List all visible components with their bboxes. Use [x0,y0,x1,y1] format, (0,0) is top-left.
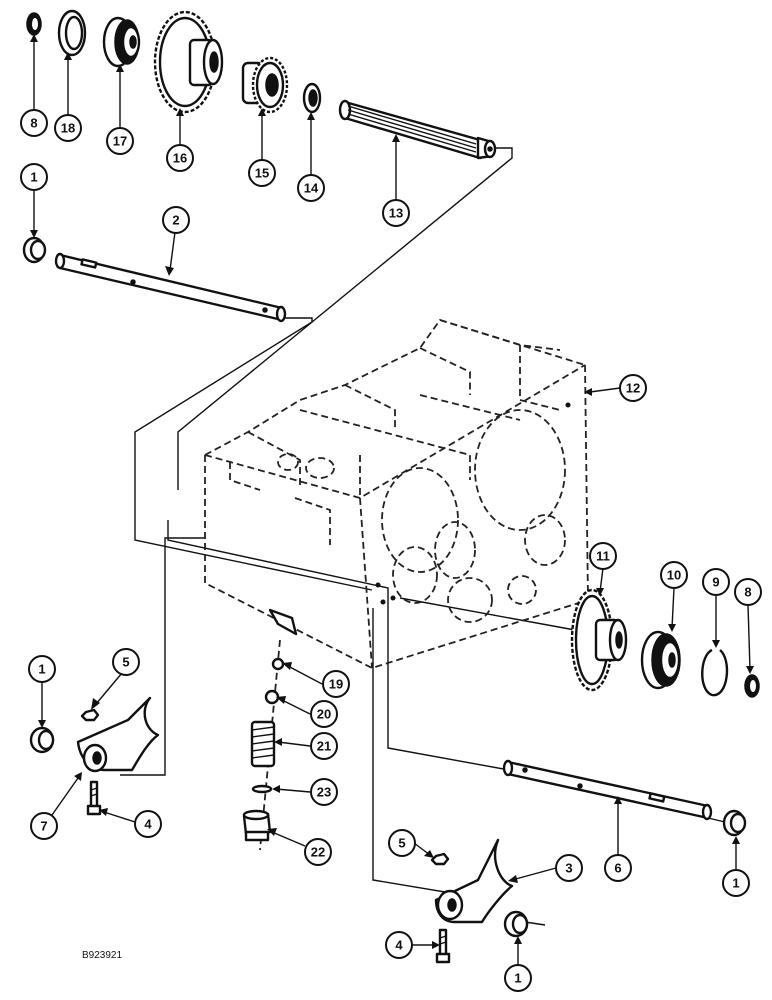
svg-text:14: 14 [304,181,319,196]
callout-8-top: 8 [20,109,48,137]
callout-5-left: 5 [112,648,140,676]
svg-text:10: 10 [667,568,681,583]
svg-text:8: 8 [30,116,37,131]
part-9-snap-ring [701,648,729,697]
svg-text:5: 5 [398,836,405,851]
callout-20: 20 [310,700,338,728]
callout-8-right: 8 [734,578,762,606]
part-4-bolt-left [86,780,102,816]
callout-16: 16 [166,144,194,172]
callout-1-upper-left: 1 [20,163,48,191]
callout-18: 18 [54,114,82,142]
callout-5-right: 5 [388,829,416,857]
svg-text:4: 4 [144,817,152,832]
svg-text:6: 6 [614,861,621,876]
svg-text:2: 2 [172,213,179,228]
svg-text:1: 1 [514,971,521,986]
part-3-shift-fork [434,838,514,924]
part-6-shift-rail [502,759,713,821]
svg-text:4: 4 [395,938,403,953]
assembly-lines [120,147,726,926]
callout-11: 11 [589,542,617,570]
callout-13: 13 [382,199,410,227]
part-1-bushing-upper-left [22,236,47,264]
callout-3: 3 [555,854,583,882]
svg-text:16: 16 [173,151,187,166]
svg-text:22: 22 [311,845,325,860]
svg-text:17: 17 [113,134,127,149]
part-15-gear [241,56,289,114]
callout-2: 2 [162,206,190,234]
part-10-bearing [640,630,681,690]
transmission-housing [204,318,589,669]
callout-15: 15 [248,159,276,187]
svg-text:21: 21 [317,739,331,754]
part-18-washer [57,9,87,57]
part-23-washer [251,784,273,794]
svg-text:1: 1 [732,876,739,891]
part-19-ball [271,657,285,671]
part-1-bushing-right [722,809,747,837]
svg-text:19: 19 [329,677,343,692]
part-8-seal-right [744,674,760,698]
callout-4-left: 4 [134,810,162,838]
part-5-nut-right [430,852,450,866]
svg-text:7: 7 [40,819,47,834]
svg-text:23: 23 [317,785,331,800]
svg-text:12: 12 [626,381,640,396]
callout-10: 10 [660,561,688,589]
svg-text:20: 20 [317,707,331,722]
callout-6: 6 [604,854,632,882]
part-22-plug [242,809,272,842]
svg-text:3: 3 [565,861,572,876]
part-13-splined-shaft [338,99,497,160]
part-5-nut-left [80,708,100,722]
part-8-snap-ring-top [26,12,42,36]
part-17-bearing [102,16,141,68]
svg-text:8: 8 [744,585,751,600]
callout-1-lower-left: 1 [28,655,56,683]
callout-19: 19 [322,670,350,698]
part-1-bushing-lower-left [29,726,55,754]
svg-text:1: 1 [30,170,37,185]
callout-1-bottom: 1 [504,964,532,992]
svg-text:9: 9 [712,575,719,590]
part-14-spacer [302,82,322,114]
part-21-spring [250,720,276,768]
callout-12: 12 [619,374,647,402]
callout-1-far-right: 1 [722,869,750,897]
detent-assembly [242,639,285,851]
callout-22: 22 [304,838,332,866]
svg-text:15: 15 [255,166,269,181]
part-16-gear [153,10,224,114]
callout-23: 23 [310,778,338,806]
leader-lines [30,34,754,965]
callout-4-right: 4 [385,931,413,959]
callout-17: 17 [106,127,134,155]
callout-7: 7 [30,812,58,840]
svg-text:1: 1 [38,662,45,677]
svg-text:11: 11 [596,549,610,564]
svg-text:5: 5 [122,655,129,670]
svg-text:13: 13 [389,206,403,221]
part-1-bushing-bottom [503,910,529,938]
part-11-gear [570,588,628,692]
callout-9: 9 [702,568,730,596]
figure-code: B923921 [82,950,122,961]
callout-21: 21 [310,732,338,760]
part-4-bolt-right [435,928,451,964]
svg-text:18: 18 [61,121,75,136]
part-7-shift-fork [76,696,160,773]
callout-14: 14 [297,174,325,202]
part-2-shift-rail [54,252,287,323]
